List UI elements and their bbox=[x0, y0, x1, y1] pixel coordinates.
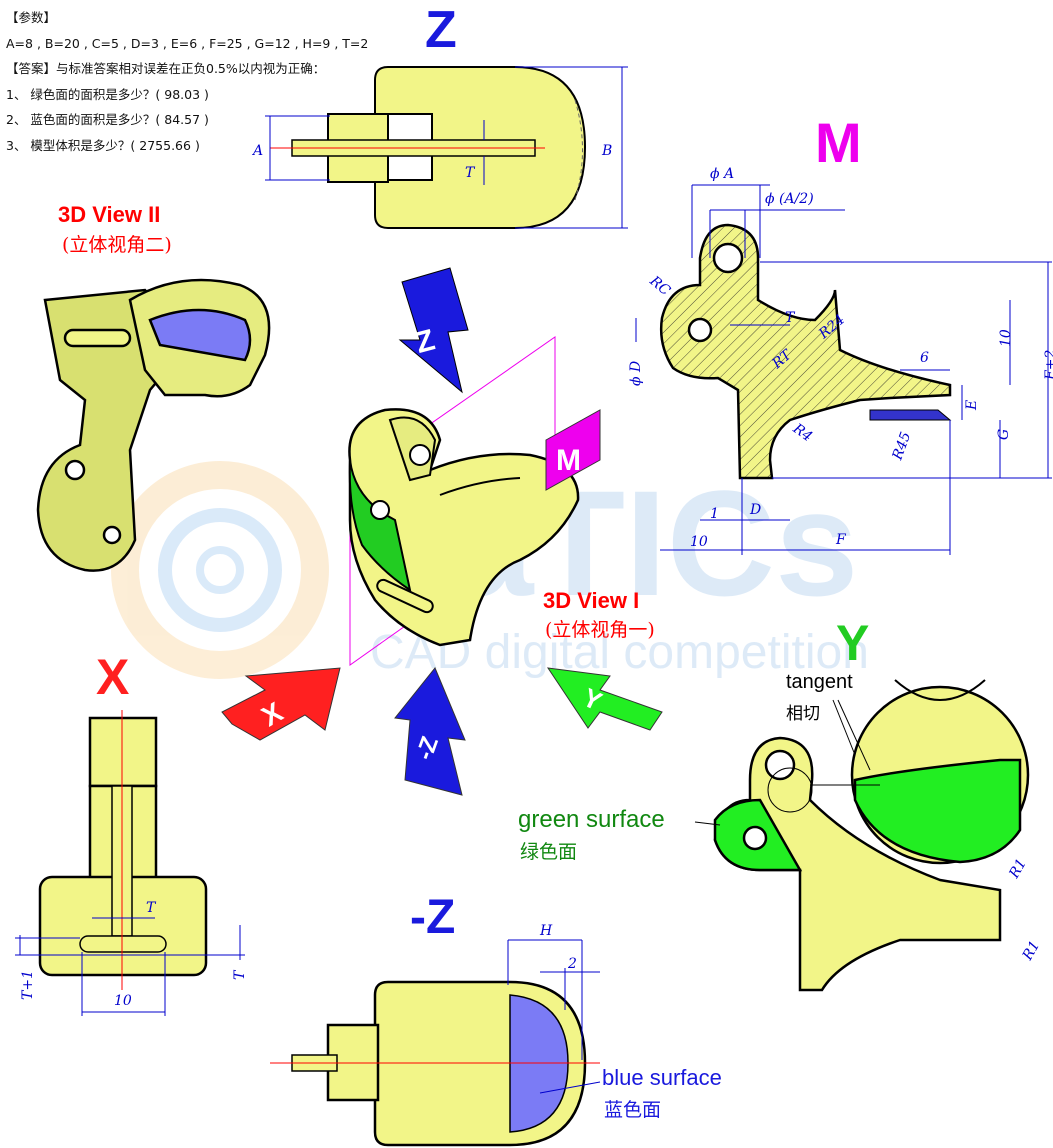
view-label-x: X bbox=[96, 649, 130, 705]
dim-rc: RC bbox=[646, 273, 674, 300]
arrow-y bbox=[546, 667, 663, 731]
dim-t-sec: T bbox=[785, 310, 796, 326]
dim-t-x: T bbox=[146, 900, 157, 916]
top-view-z bbox=[270, 66, 587, 229]
dim-r1-top: R1 bbox=[1006, 856, 1030, 882]
side-view-x-dims bbox=[15, 917, 245, 1016]
answer-header: 【答案】与标准答案相对误差在正负0.5%以内视为正确： bbox=[6, 61, 326, 76]
dim-f: F bbox=[835, 532, 847, 548]
view-1-title: 3D View I bbox=[543, 588, 640, 613]
dim-t-x-right: T bbox=[232, 969, 248, 980]
dim-r45: R45 bbox=[889, 430, 914, 463]
iso-view-2 bbox=[36, 278, 271, 572]
blue-surface-label: blue surface bbox=[602, 1065, 722, 1090]
dim-g: G bbox=[996, 429, 1012, 440]
view-label-z: Z bbox=[425, 1, 457, 59]
dim-d: D bbox=[749, 502, 761, 518]
arrow-m bbox=[545, 409, 601, 491]
watermark-logo bbox=[111, 461, 329, 679]
section-view-m bbox=[659, 223, 952, 480]
y-view-leaders bbox=[694, 699, 880, 826]
dim-1: 1 bbox=[710, 506, 719, 522]
dim-r4: R4 bbox=[789, 420, 815, 445]
dim-t-plus-1: T+1 bbox=[20, 970, 36, 1000]
dim-h: H bbox=[539, 923, 553, 939]
dim-b: B bbox=[601, 143, 612, 159]
view-label-y: Y bbox=[836, 615, 870, 671]
dim-6: 6 bbox=[920, 350, 929, 366]
question-1: 1、 绿色面的面积是多少？( 98.03 ) bbox=[6, 86, 209, 102]
view-2-title: 3D View II bbox=[58, 202, 161, 227]
section-view-dims bbox=[635, 184, 1052, 555]
dim-f-plus-2: F+2 bbox=[1043, 350, 1053, 381]
dim-phi-d: ϕ D bbox=[628, 361, 644, 386]
arrow-m-label: M bbox=[556, 444, 581, 477]
side-view-x bbox=[38, 710, 208, 990]
arrow-z bbox=[398, 267, 469, 394]
view-1-subtitle: (立体视角一) bbox=[545, 619, 655, 641]
question-3: 3、 模型体积是多少？( 2755.66 ) bbox=[6, 137, 200, 153]
dim-e: E bbox=[964, 400, 980, 411]
question-2: 2、 蓝色面的面积是多少？( 84.57 ) bbox=[6, 112, 209, 127]
iso-view-1 bbox=[348, 336, 580, 666]
dim-10-bottom: 10 bbox=[690, 534, 708, 550]
tangent-label: tangent bbox=[786, 671, 853, 693]
dim-2: 2 bbox=[567, 956, 577, 972]
dim-a-top: A bbox=[251, 143, 263, 159]
view-label-m: M bbox=[815, 111, 862, 174]
side-view-y bbox=[713, 679, 1030, 992]
dim-10-right: 10 bbox=[998, 329, 1014, 347]
view-label-neg-z: -Z bbox=[410, 891, 456, 944]
arrow-neg-z bbox=[394, 667, 466, 796]
dim-phi-a: ϕ A bbox=[710, 166, 734, 182]
dim-phi-a2: ϕ (A/2) bbox=[765, 191, 814, 207]
dim-t-top: T bbox=[465, 165, 476, 181]
params-header: 【参数】 bbox=[6, 10, 57, 25]
green-surface-label-zh: 绿色面 bbox=[520, 841, 578, 863]
bottom-view-neg-z bbox=[270, 980, 600, 1147]
top-view-dims bbox=[265, 66, 628, 229]
params-values: A=8 , B=20 , C=5 , D=3 , E=6 , F=25 , G=… bbox=[6, 35, 369, 51]
blue-surface-label-zh: 蓝色面 bbox=[604, 1099, 662, 1121]
tangent-label-zh: 相切 bbox=[786, 704, 820, 724]
green-surface-label: green surface bbox=[518, 806, 665, 833]
arrow-x bbox=[221, 667, 341, 741]
dim-r1-bottom: R1 bbox=[1019, 938, 1043, 964]
parameters-block: 【参数】 A=8 , B=20 , C=5 , D=3 , E=6 , F=25… bbox=[6, 5, 368, 158]
view-2-subtitle: (立体视角二) bbox=[62, 234, 172, 256]
dim-10-x: 10 bbox=[114, 993, 132, 1009]
bottom-view-dims bbox=[507, 939, 601, 1094]
